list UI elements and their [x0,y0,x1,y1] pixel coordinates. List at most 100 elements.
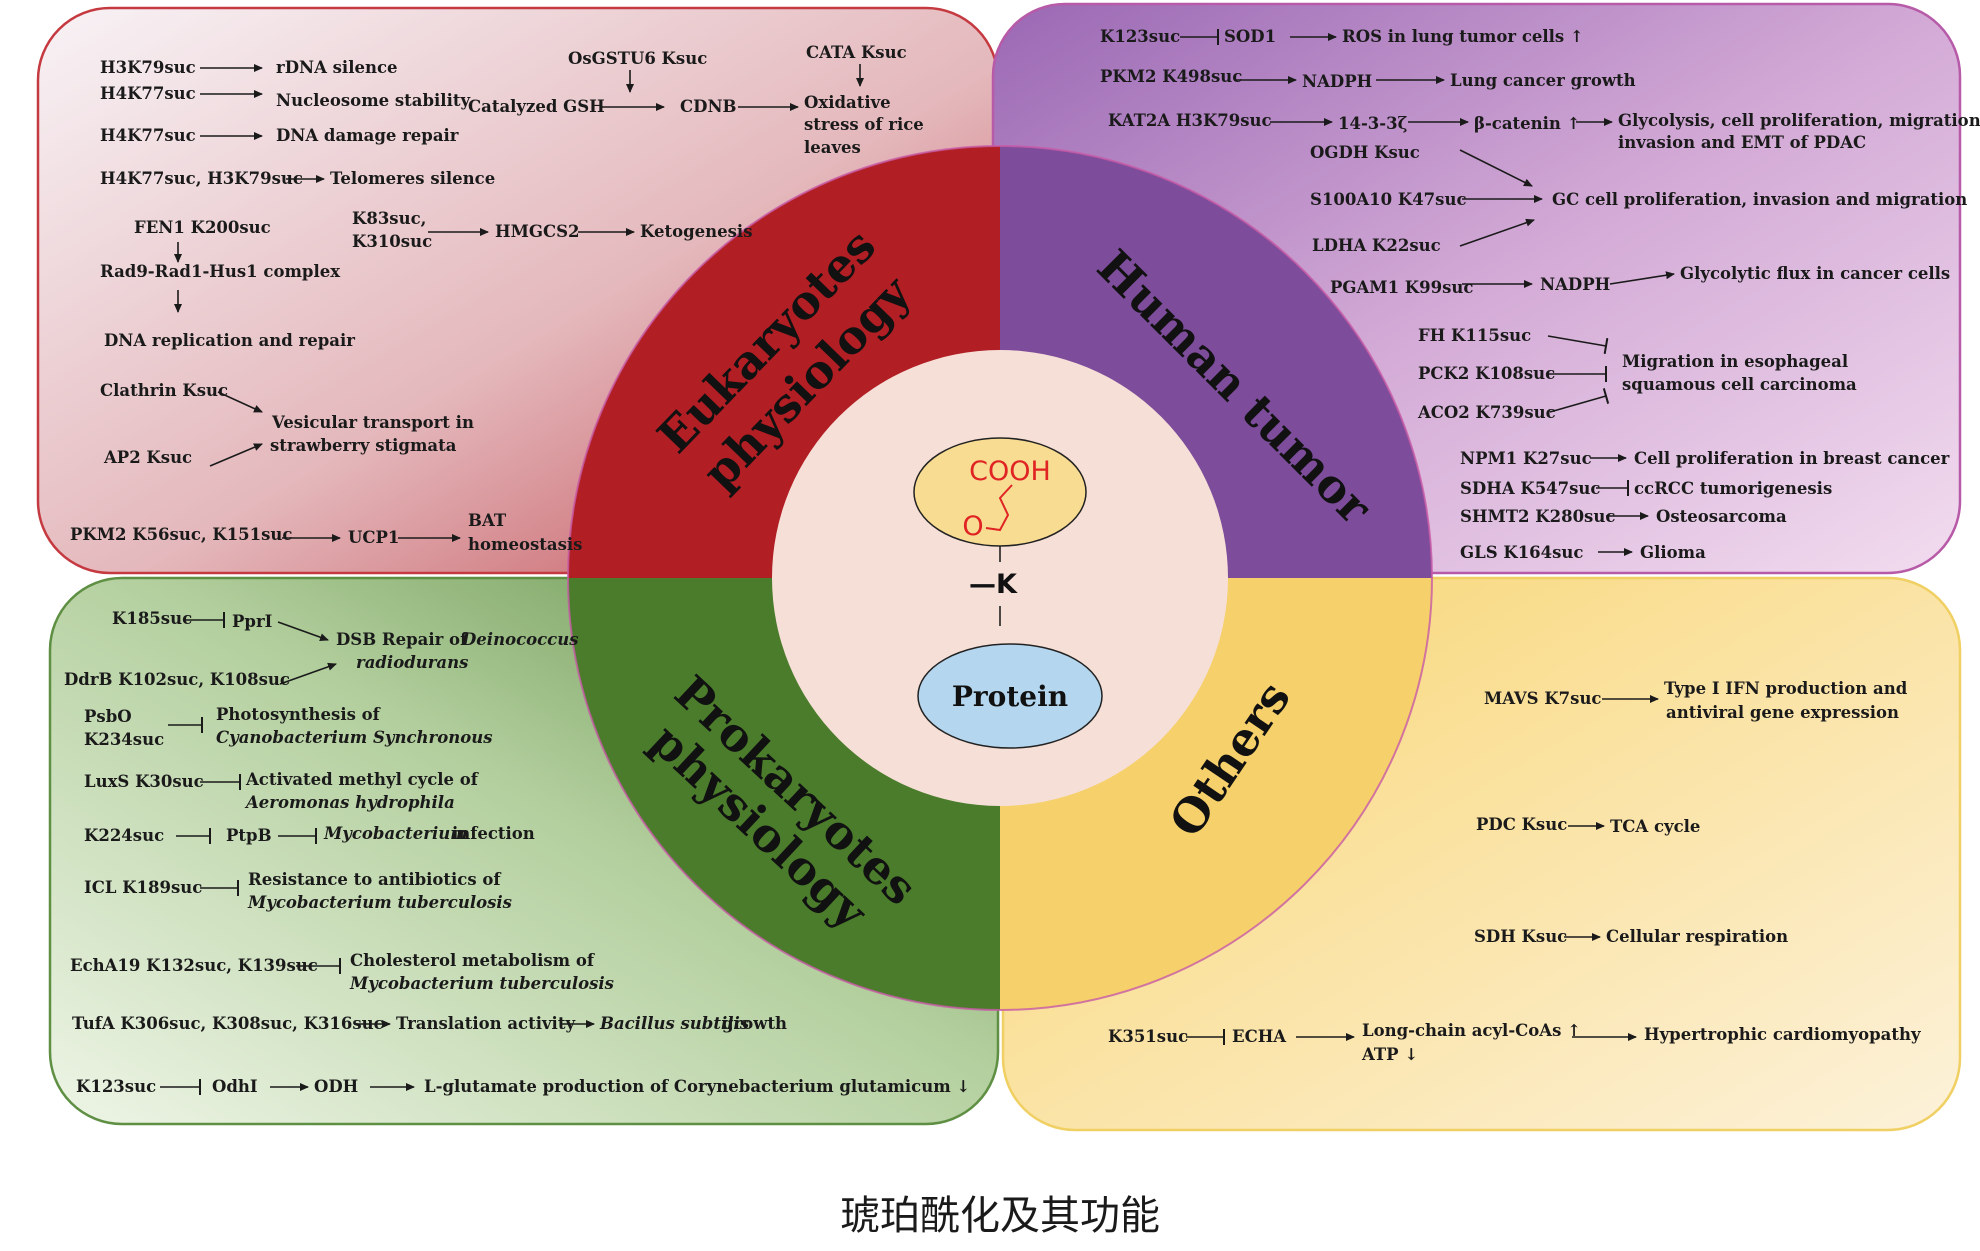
euk-text: PKM2 K56suc, K151suc [70,525,292,544]
pro-text: TufA K306suc, K308suc, K316suc [72,1014,384,1033]
tumor-text: FH K115suc [1418,326,1531,345]
others-text: TCA cycle [1610,817,1700,836]
others-text: Hypertrophic cardiomyopathy [1644,1025,1921,1044]
others-text: Long-chain acyl-CoAs ↑ [1362,1021,1581,1040]
euk-text: BAT [468,511,507,530]
pro-text: Cyanobacterium Synchronous [216,728,493,747]
pro-text: Translation activity [396,1014,575,1033]
euk-text: Nucleosome stability [276,91,470,110]
euk-text: FEN1 K200suc [134,218,271,237]
center-disc [772,350,1228,806]
lysine-label: —K [969,569,1018,600]
pro-text: ICL K189suc [84,878,202,897]
tumor-text: NPM1 K27suc [1460,449,1592,468]
euk-text: K310suc [352,232,432,251]
euk-text: K83suc, [352,209,426,228]
tumor-text: 14-3-3ζ [1338,114,1408,133]
cooh-label: COOH [969,456,1051,487]
pro-text: LuxS K30suc [84,772,204,791]
tumor-text: NADPH [1540,275,1610,294]
others-text: Cellular respiration [1606,927,1788,946]
pro-text: K224suc [84,826,164,845]
tumor-text: NADPH [1302,72,1372,91]
pro-text: infection [452,824,535,843]
euk-text: H4K77suc [100,126,196,145]
tumor-text: Glycolytic flux in cancer cells [1680,264,1950,283]
tumor-text: Glioma [1640,543,1706,562]
others-text: PDC Ksuc [1476,815,1567,834]
pro-text: Aeromonas hydrophila [244,793,455,812]
pro-text: DdrB K102suc, K108suc [64,670,290,689]
pro-text: K123suc [76,1077,156,1096]
euk-text: Vesicular transport in [271,413,474,432]
pro-text: PprI [232,612,272,631]
tumor-text: invasion and EMT of PDAC [1618,133,1866,152]
pro-text: Bacillus subtilis [599,1014,749,1033]
tumor-text: PKM2 K498suc [1100,67,1242,86]
tumor-text: KAT2A H3K79suc [1108,111,1272,130]
tumor-annotations: K123suc SOD1 ROS in lung tumor cells ↑ P… [1100,27,1980,562]
others-text: SDH Ksuc [1474,927,1567,946]
pro-text: ODH [314,1077,358,1096]
tumor-text: SOD1 [1224,27,1276,46]
tumor-text: Migration in esophageal [1622,352,1848,371]
euk-text: leaves [804,138,861,157]
pro-text: Deinococcus [461,630,579,649]
euk-text: Catalyzed GSH [468,97,605,116]
euk-text: OsGSTU6 Ksuc [568,49,707,68]
tumor-text: GLS K164suc [1460,543,1583,562]
tumor-text: PCK2 K108suc [1418,364,1555,383]
euk-text: rDNA silence [276,58,398,77]
pro-text: Activated methyl cycle of [245,770,479,789]
figure-caption: 琥珀酰化及其功能 [840,1193,1160,1239]
tumor-text: Glycolysis, cell proliferation, migratio… [1618,111,1980,130]
oxygen-label: O [962,511,983,542]
others-text: antiviral gene expression [1666,703,1899,722]
others-annotations: MAVS K7suc Type I IFN production and ant… [1108,679,1921,1064]
euk-text: strawberry stigmata [270,436,457,455]
euk-text: Oxidative [804,93,891,112]
pro-text: PsbO [84,707,132,726]
tumor-text: squamous cell carcinoma [1622,375,1857,394]
pro-text: radiodurans [356,653,468,672]
euk-text: AP2 Ksuc [103,448,192,467]
tumor-text: PGAM1 K99suc [1330,278,1473,297]
protein-ellipse [917,643,1103,749]
others-text: MAVS K7suc [1484,689,1601,708]
pro-text: K234suc [84,730,164,749]
pro-text: Mycobacterium tuberculosis [247,893,512,912]
euk-text: Telomeres silence [330,169,495,188]
tumor-text: SHMT2 K280suc [1460,507,1615,526]
euk-text: Clathrin Ksuc [100,381,228,400]
tumor-text: Lung cancer growth [1450,71,1636,90]
pro-text: Resistance to antibiotics of [248,870,501,889]
others-text: ECHA [1232,1027,1286,1046]
tumor-text: LDHA K22suc [1312,236,1441,255]
pro-text: OdhI [212,1077,258,1096]
euk-text: Rad9-Rad1-Hus1 complex [100,262,340,281]
tumor-text: K123suc [1100,27,1180,46]
pro-text: L-glutamate production of Corynebacteriu… [424,1077,970,1096]
eukaryotes-annotations: H3K79suc rDNA silence H4K77suc Nucleosom… [70,43,924,554]
pro-text: Photosynthesis of [216,705,381,724]
tumor-text: ccRCC tumorigenesis [1634,479,1832,498]
euk-text: H4K77suc [100,84,196,103]
others-text: K351suc [1108,1027,1188,1046]
euk-text: HMGCS2 [495,222,579,241]
euk-text: CDNB [680,97,737,116]
euk-text: stress of rice [804,115,924,134]
others-text: Type I IFN production and [1664,679,1908,698]
euk-text: H3K79suc [100,58,196,77]
tumor-text: ROS in lung tumor cells ↑ [1342,27,1584,46]
tumor-text: β-catenin ↑ [1474,114,1581,133]
tumor-text: Cell proliferation in breast cancer [1634,449,1950,468]
tumor-text: S100A10 K47suc [1310,190,1467,209]
pro-text: PtpB [226,826,272,845]
pro-text: growth [722,1014,787,1033]
euk-text: CATA Ksuc [806,43,907,62]
tumor-text: ACO2 K739suc [1417,403,1556,422]
euk-text: H4K77suc, H3K79suc [100,169,303,188]
prokaryotes-annotations: K185suc PprI DSB Repair of Deinococcus r… [64,609,970,1096]
protein-label: Protein [952,680,1068,713]
